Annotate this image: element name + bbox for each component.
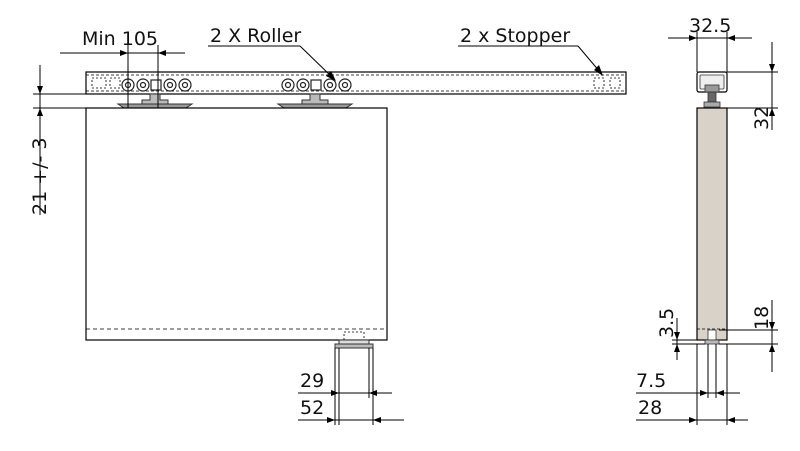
dim-door-gap: 21 +/- 3 [29,65,86,215]
guide-base-side-value: 28 [638,397,662,419]
guide-width-front-value: 29 [300,370,324,392]
dim-guide-side: 7.5 28 [636,344,748,425]
dim-guide-height: 18 [719,300,778,372]
stopper-left [91,77,121,89]
guide-height-value: 18 [751,306,773,330]
stopper-callout: 2 x Stopper [458,25,603,76]
dim-guide-front: 29 52 [298,348,404,425]
floor-guide-front [334,331,374,349]
rollers-label: 2 X Roller [210,25,301,47]
stopper-right [593,77,621,89]
dim-track-height: 32 [727,42,778,130]
guide-width-side-value: 7.5 [636,370,666,392]
dim-min-spacing: Min 105 [60,28,185,108]
dim-guide-offset: 3.5 [656,308,705,360]
roller-callout: 2 X Roller [208,25,336,81]
track-height-value: 32 [751,106,773,130]
side-view: 32.5 32 3.5 18 [636,15,778,425]
track-width-value: 32.5 [689,15,731,37]
track-profile [696,71,728,108]
guide-base-front-value: 52 [300,397,324,419]
min-spacing-label: Min 105 [82,28,158,50]
guide-offset-value: 3.5 [656,308,678,338]
door-panel [85,107,388,341]
front-view: Min 105 2 X Roller 2 x Stopper 21 +/- 3 [29,25,627,425]
track-rail [85,71,627,95]
dim-track-width: 32.5 [668,15,752,72]
door-gap-value: 21 +/- 3 [29,137,51,215]
roller-right [276,78,354,109]
floor-guide-side [704,329,720,345]
door-side-section [696,107,728,341]
stoppers-label: 2 x Stopper [460,25,570,47]
